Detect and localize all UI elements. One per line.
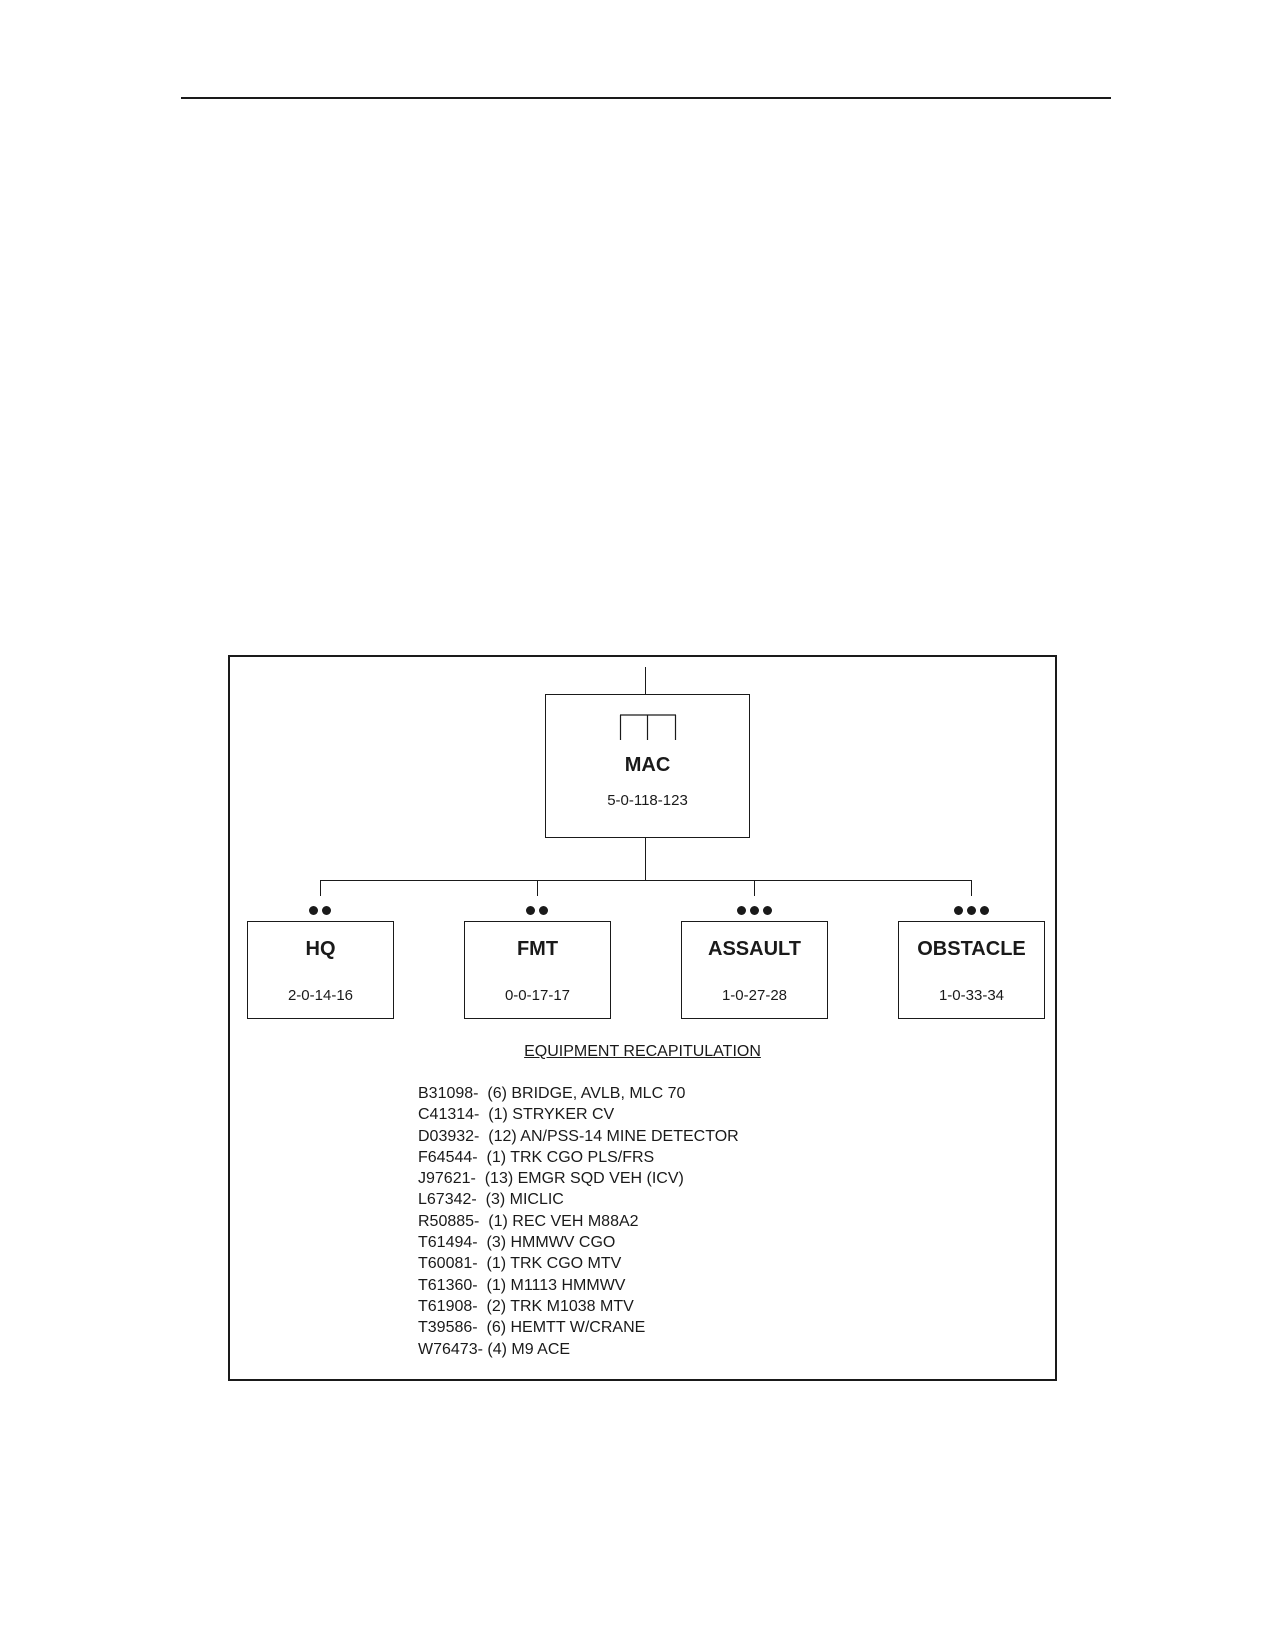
list-item: T60081- (1) TRK CGO MTV [418,1255,622,1273]
unit-name-hq: HQ [305,938,336,960]
header-rule [181,97,1111,99]
list-item: C41314- (1) STRYKER CV [418,1106,615,1124]
dot-icon [309,906,318,915]
connector-trunk [645,838,646,880]
connector-top [645,667,646,694]
unit-box-hq: HQ 2-0-14-16 [247,921,394,1019]
connector-fmt [537,880,538,896]
recap-list: B31098- (6) BRIDGE, AVLB, MLC 70 C41314-… [418,1083,739,1360]
unit-box-assault: ASSAULT 1-0-27-28 [681,921,828,1019]
unit-name-mac: MAC [624,754,671,776]
org-chart-frame [228,655,1057,1381]
list-item: T61908- (2) TRK M1038 MTV [418,1297,634,1315]
unit-box-mac: MAC 5-0-118-123 [545,694,750,838]
dot-icon [322,906,331,915]
dot-icon [539,906,548,915]
connector-assault [754,880,755,896]
dot-icon [979,906,989,915]
unit-name-fmt: FMT [516,938,559,960]
recap-title: EQUIPMENT RECAPITULATION [524,1043,761,1060]
connector-obstacle [971,880,972,896]
unit-count-fmt: 0-0-17-17 [504,987,571,1004]
unit-count-hq: 2-0-14-16 [287,987,354,1004]
list-item: T39586- (6) HEMTT W/CRANE [418,1319,646,1337]
list-item: B31098- (6) BRIDGE, AVLB, MLC 70 [418,1085,686,1102]
list-item: T61494- (3) HMMWV CGO [418,1234,616,1252]
unit-name-obstacle: OBSTACLE [917,938,1026,960]
unit-count-assault: 1-0-27-28 [721,987,788,1004]
list-item: J97621- (13) EMGR SQD VEH (ICV) [418,1170,684,1188]
echelon-dots-hq [280,904,360,917]
dot-icon [749,906,759,915]
echelon-dots-assault [714,904,794,917]
connector-bus [320,880,972,881]
connector-hq [320,880,321,896]
unit-name-assault: ASSAULT [708,938,801,960]
list-item: R50885- (1) REC VEH M88A2 [418,1212,639,1230]
unit-box-obstacle: OBSTACLE 1-0-33-34 [898,921,1045,1019]
list-item: W76473- (4) M9 ACE [418,1340,571,1358]
dot-icon [966,906,976,915]
unit-count-mac: 5-0-118-123 [607,792,688,809]
unit-count-obstacle: 1-0-33-34 [938,987,1005,1004]
list-item: D03932- (12) AN/PSS-14 MINE DETECTOR [418,1127,739,1145]
list-item: T61360- (1) M1113 HMMWV [418,1276,626,1294]
company-echelon-symbol [619,714,677,740]
list-item: F64544- (1) TRK CGO PLS/FRS [418,1148,655,1166]
unit-box-fmt: FMT 0-0-17-17 [464,921,611,1019]
dot-icon [762,906,772,915]
echelon-dots-obstacle [931,904,1011,917]
echelon-dots-fmt [497,904,577,917]
dot-icon [736,906,746,915]
list-item: L67342- (3) MICLIC [418,1191,564,1209]
dot-icon [953,906,963,915]
dot-icon [526,906,535,915]
